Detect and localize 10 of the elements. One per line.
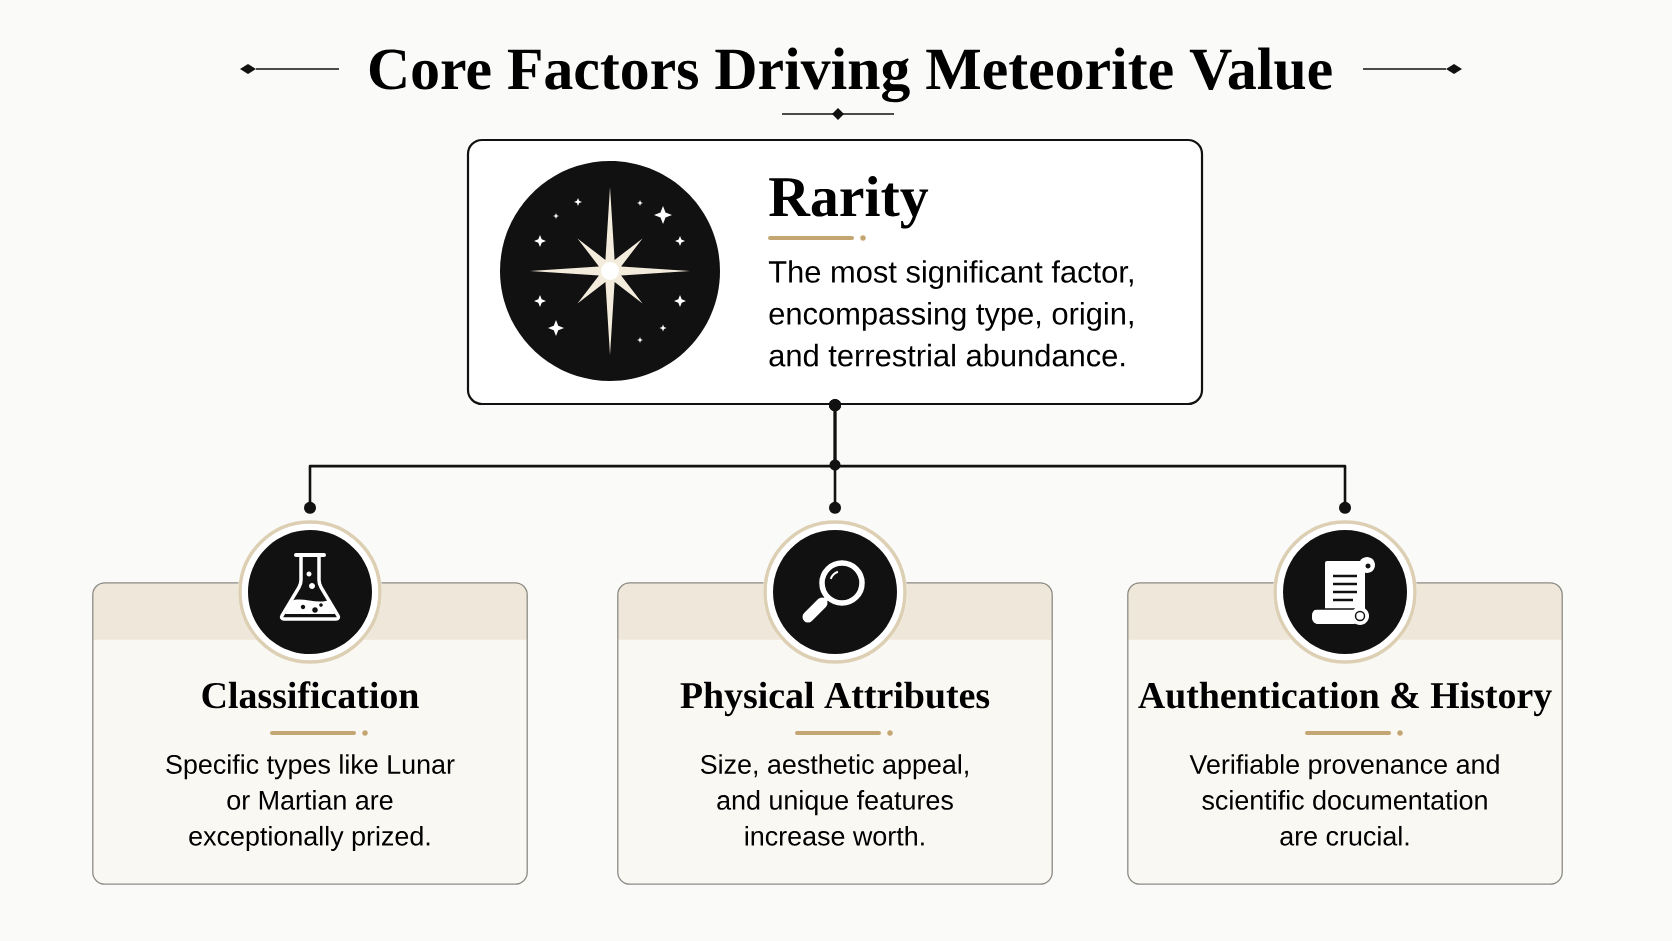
connector: [829, 399, 1351, 514]
description: The most significant factor, encompassing type, origin, and terrestrial abundance.: [768, 260, 1133, 367]
description: Specific types like Lunar or Martian are exceptionally prized.: [166, 754, 455, 851]
description: Verifiable provenance and scientific documentation are crucial.: [1189, 754, 1499, 846]
heading: Rarity: [769, 175, 929, 229]
title: Core Factors Driving Meteorite Value: [369, 47, 1332, 103]
heading: Authentication & History: [1138, 681, 1552, 717]
description: Size, aesthetic appeal, and unique features increase worth.: [700, 754, 968, 846]
heading: Classification: [202, 681, 419, 709]
heading: Physical Attributes: [680, 681, 990, 717]
